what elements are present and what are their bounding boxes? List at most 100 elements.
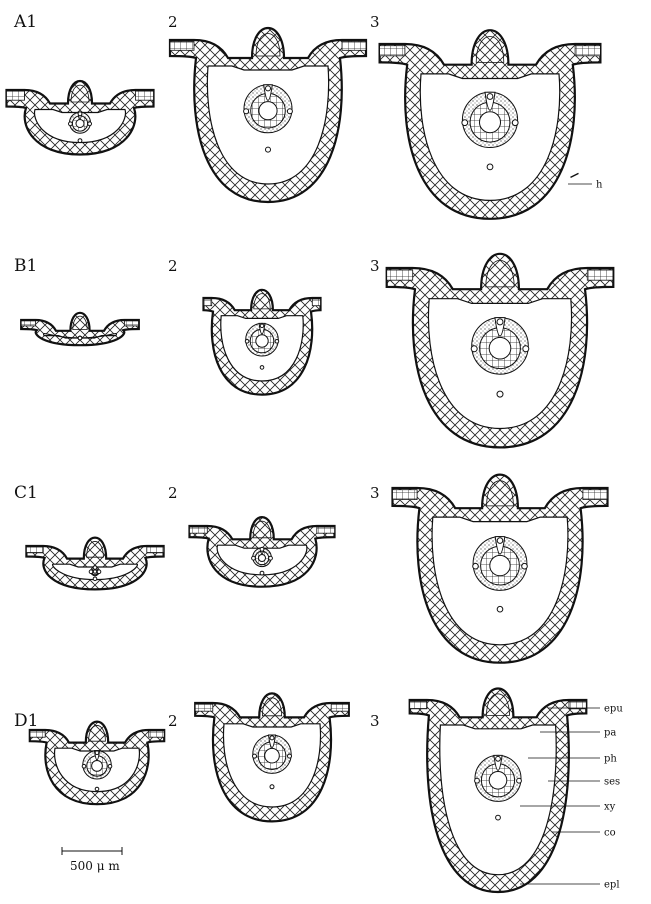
cross-section-7 <box>26 538 163 590</box>
palisade-band <box>136 91 154 100</box>
secretory-duct <box>496 756 501 761</box>
bundle-center <box>76 120 84 128</box>
cross-section-8 <box>190 517 335 587</box>
panel-label-d1: D1 <box>14 711 38 731</box>
panel-label-a3: 3 <box>370 13 380 31</box>
palisade-band <box>331 704 349 711</box>
secretory-duct <box>266 86 271 91</box>
palisade-band <box>380 46 405 56</box>
bundle-center <box>93 570 96 573</box>
cross-section-3 <box>380 30 601 219</box>
bundle-center <box>259 555 266 562</box>
palisade-band <box>170 42 194 51</box>
cross-section-6 <box>387 254 614 448</box>
secretory-duct <box>487 94 493 100</box>
secretory-duct <box>522 563 528 569</box>
secretory-duct <box>497 606 503 612</box>
secretory-duct <box>523 346 529 352</box>
palisade-band <box>21 321 35 326</box>
panel-label-c3: 3 <box>370 484 380 502</box>
annotation-pa: pa <box>604 728 616 739</box>
secretory-duct <box>266 147 271 152</box>
panel-label-c1: C1 <box>14 483 38 503</box>
secretory-duct <box>517 778 522 783</box>
panel-label-b3: 3 <box>370 257 380 275</box>
palisade-band <box>575 46 600 56</box>
cross-section-12 <box>410 689 587 893</box>
palisade-band <box>195 704 213 711</box>
scale-bar-label: 500 μ m <box>70 859 120 873</box>
panel-label-a2: 2 <box>168 13 178 31</box>
secretory-duct <box>108 764 112 768</box>
palisade-band <box>312 299 320 306</box>
cross-section-10 <box>30 722 164 805</box>
secretory-duct <box>497 391 503 397</box>
secretory-duct <box>95 787 99 791</box>
secretory-duct <box>471 346 477 352</box>
bundle-center <box>489 772 507 790</box>
secretory-duct <box>462 120 468 126</box>
annotation-co: co <box>604 828 616 839</box>
cross-section-11 <box>195 693 349 821</box>
palisade-band <box>342 42 366 51</box>
cross-section-1 <box>7 81 154 155</box>
palisade-band <box>190 527 208 533</box>
annotation-epu: epu <box>604 704 623 715</box>
secretory-duct <box>95 751 99 755</box>
secretory-duct <box>97 570 101 574</box>
secretory-duct <box>270 785 274 789</box>
panel-label-b1: B1 <box>14 256 37 276</box>
secretory-duct <box>260 547 264 551</box>
annotation-epl: epl <box>604 880 620 891</box>
secretory-duct <box>253 754 257 758</box>
panel-label-d3: 3 <box>370 712 380 730</box>
palisade-band <box>587 270 613 280</box>
bundle-center <box>489 337 511 359</box>
palisade-band <box>26 547 43 553</box>
bundle-center <box>92 761 103 772</box>
secretory-duct <box>475 778 480 783</box>
secretory-duct <box>260 324 264 328</box>
secretory-duct <box>473 563 479 569</box>
cross-section-2 <box>170 28 366 202</box>
secretory-duct <box>496 815 501 820</box>
panel-label-d2: 2 <box>168 712 178 730</box>
secretory-duct <box>89 570 93 574</box>
secretory-duct <box>78 139 82 143</box>
secretory-duct <box>288 754 292 758</box>
secretory-duct <box>244 109 249 114</box>
bundle-center <box>490 555 510 575</box>
palisade-band <box>124 321 138 326</box>
secretory-duct <box>270 736 274 740</box>
annotation-xy: xy <box>604 802 616 813</box>
secretory-duct <box>245 340 249 344</box>
secretory-duct <box>260 571 264 575</box>
secretory-duct <box>93 577 97 581</box>
secretory-duct <box>82 764 86 768</box>
palisade-band <box>583 490 608 500</box>
secretory-duct <box>487 164 493 170</box>
secretory-duct <box>78 336 82 340</box>
secretory-duct <box>69 122 73 126</box>
panel-label-c2: 2 <box>168 484 178 502</box>
secretory-duct <box>497 538 503 544</box>
palisade-band <box>147 547 164 553</box>
cross-section-9 <box>393 475 608 663</box>
palisade-band <box>410 701 427 708</box>
secretory-duct <box>497 319 503 325</box>
annotation-ph: ph <box>604 754 617 765</box>
epidermal-hair <box>571 173 579 177</box>
palisade-band <box>387 270 413 280</box>
palisade-band <box>317 527 335 533</box>
secretory-duct <box>269 556 273 560</box>
secretory-duct <box>260 366 264 370</box>
palisade-band <box>204 299 212 306</box>
panel-label-b2: 2 <box>168 257 178 275</box>
bundle-center <box>259 102 277 120</box>
secretory-duct <box>88 122 92 126</box>
secretory-duct <box>275 340 279 344</box>
secretory-duct <box>93 566 97 570</box>
bundle-center <box>480 112 501 133</box>
